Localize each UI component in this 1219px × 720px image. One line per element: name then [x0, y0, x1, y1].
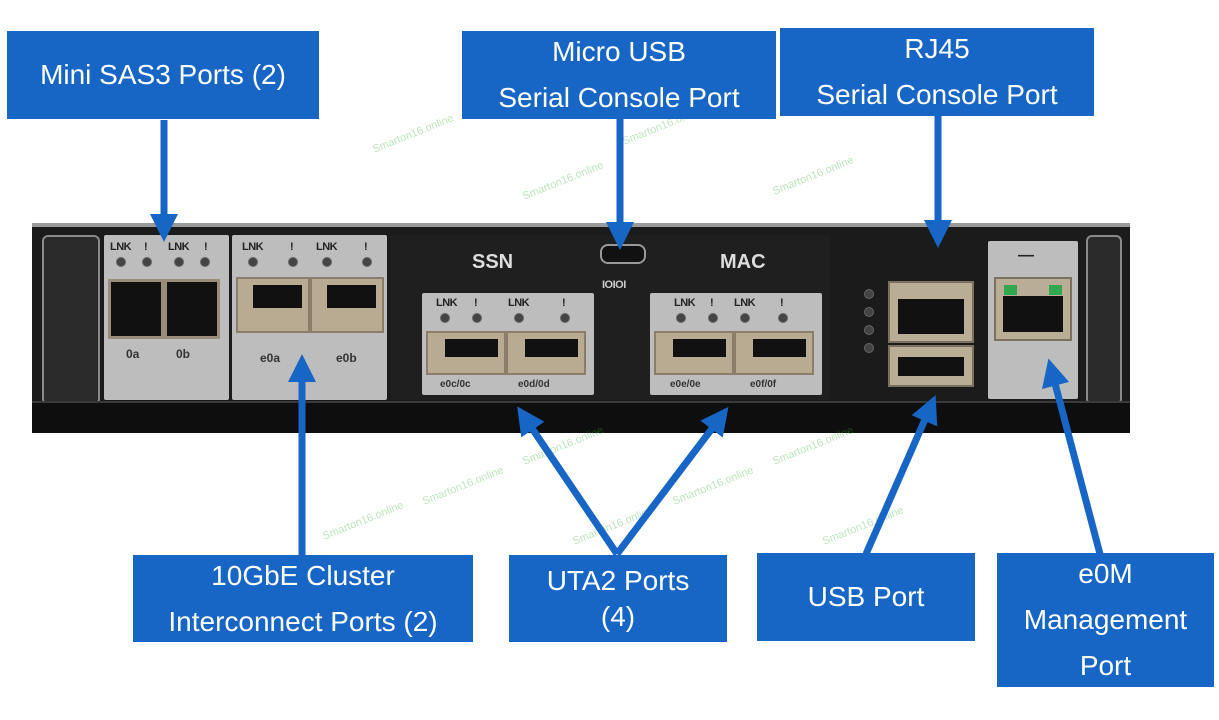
led — [248, 257, 258, 267]
status-led — [864, 343, 874, 353]
lnk-label: LNK — [436, 297, 458, 309]
mini-sas-panel: LNK ! LNK ! 0a 0b — [104, 235, 229, 400]
led — [676, 313, 686, 323]
led — [778, 313, 788, 323]
port-label-e0f: e0f/0f — [750, 379, 777, 390]
led — [322, 257, 332, 267]
right-rail-handle — [1086, 235, 1122, 405]
callout-micro-usb-serial-console: Micro USB Serial Console Port — [462, 31, 776, 119]
callout-text: Micro USB — [552, 36, 686, 67]
uta2-port-e0c[interactable] — [426, 331, 506, 375]
mac-label: MAC — [720, 251, 766, 273]
port-label-e0b: e0b — [336, 351, 357, 365]
lnk-label: LNK — [734, 297, 756, 309]
fault-label: ! — [474, 297, 478, 309]
port-label-0b: 0b — [176, 347, 191, 361]
port-label-e0a: e0a — [260, 351, 281, 365]
mini-sas-port-0a[interactable] — [108, 279, 164, 339]
left-rail-handle — [42, 235, 100, 405]
lnk-label: LNK — [168, 241, 190, 253]
led — [560, 313, 570, 323]
fault-label: ! — [710, 297, 714, 309]
status-led — [864, 307, 874, 317]
e0m-management-port[interactable] — [994, 277, 1072, 341]
arrow-uta2-left — [517, 406, 620, 556]
callout-text: Serial Console Port — [498, 82, 740, 113]
fault-label: ! — [780, 297, 784, 309]
callout-rj45-serial-console: RJ45 Serial Console Port — [780, 28, 1094, 116]
controller-rear-panel: LNK ! LNK ! 0a 0b LNK ! LNK ! e0a e0b SS… — [32, 223, 1130, 433]
led — [288, 257, 298, 267]
callout-mini-sas3-ports: Mini SAS3 Ports (2) — [7, 31, 319, 119]
uta2-port-e0e[interactable] — [654, 331, 734, 375]
port-label-0a: 0a — [126, 347, 140, 361]
led — [514, 313, 524, 323]
uta2-panel-right: LNK ! LNK ! e0e/0e e0f/0f — [650, 293, 822, 395]
callout-text: Port — [1079, 650, 1132, 681]
uta2-panel-left: LNK ! LNK ! e0c/0c e0d/0d — [422, 293, 594, 395]
callout-text: (4) — [600, 600, 636, 632]
port-label-e0e: e0e/0e — [670, 379, 701, 390]
led — [142, 257, 152, 267]
led — [472, 313, 482, 323]
led — [708, 313, 718, 323]
led — [200, 257, 210, 267]
lnk-label: LNK — [110, 241, 132, 253]
led — [740, 313, 750, 323]
callout-text: USB Port — [807, 581, 925, 612]
lnk-label: LNK — [508, 297, 530, 309]
callout-text: Serial Console Port — [816, 79, 1058, 110]
mini-sas-port-0b[interactable] — [164, 279, 220, 339]
arrow-uta2-right — [614, 406, 729, 557]
led — [440, 313, 450, 323]
callout-text: 10GbE Cluster — [211, 559, 395, 591]
callout-text: RJ45 — [904, 33, 970, 64]
status-led — [864, 289, 874, 299]
arrow-e0m — [1042, 358, 1104, 555]
fault-label: ! — [144, 241, 148, 253]
sfp-port-e0b[interactable] — [310, 277, 384, 333]
ssn-label: SSN — [472, 251, 514, 273]
fault-label: ! — [290, 241, 294, 253]
led — [362, 257, 372, 267]
callout-text: e0M — [1078, 558, 1133, 589]
chassis-bottom-rail — [32, 401, 1130, 433]
callout-usb-port: USB Port — [757, 553, 975, 641]
arrow-usb — [862, 395, 938, 556]
serial-console-symbol: IOIOI — [602, 279, 626, 291]
status-led — [864, 325, 874, 335]
usb-port[interactable] — [888, 345, 974, 387]
uta2-port-e0d[interactable] — [506, 331, 586, 375]
callout-text: UTA2 Ports — [546, 564, 690, 596]
sfp-port-e0a[interactable] — [236, 277, 310, 333]
port-label-e0c: e0c/0c — [440, 379, 471, 390]
e0m-panel: — — [988, 241, 1078, 399]
led — [174, 257, 184, 267]
callout-text: Management — [1023, 604, 1188, 635]
fault-label: ! — [204, 241, 208, 253]
callout-e0m-management-port: e0M Management Port — [997, 553, 1214, 687]
uta2-port-e0f[interactable] — [734, 331, 814, 375]
led — [116, 257, 126, 267]
wrench-icon: — — [1018, 247, 1034, 264]
lnk-label: LNK — [674, 297, 696, 309]
lnk-label: LNK — [242, 241, 264, 253]
uta2-mezzanine: SSN MAC IOIOI LNK ! LNK ! e0c/0c e0d/0d … — [390, 235, 830, 400]
callout-text: Interconnect Ports (2) — [168, 605, 438, 637]
fault-label: ! — [562, 297, 566, 309]
fault-label: ! — [364, 241, 368, 253]
callout-uta2-ports: UTA2 Ports (4) — [509, 555, 727, 642]
callout-text: Mini SAS3 Ports (2) — [40, 59, 286, 90]
port-label-e0d: e0d/0d — [518, 379, 550, 390]
rj45-serial-console-port[interactable] — [888, 281, 974, 343]
callout-10gbe-cluster-interconnect: 10GbE Cluster Interconnect Ports (2) — [133, 555, 473, 642]
lnk-label: LNK — [316, 241, 338, 253]
